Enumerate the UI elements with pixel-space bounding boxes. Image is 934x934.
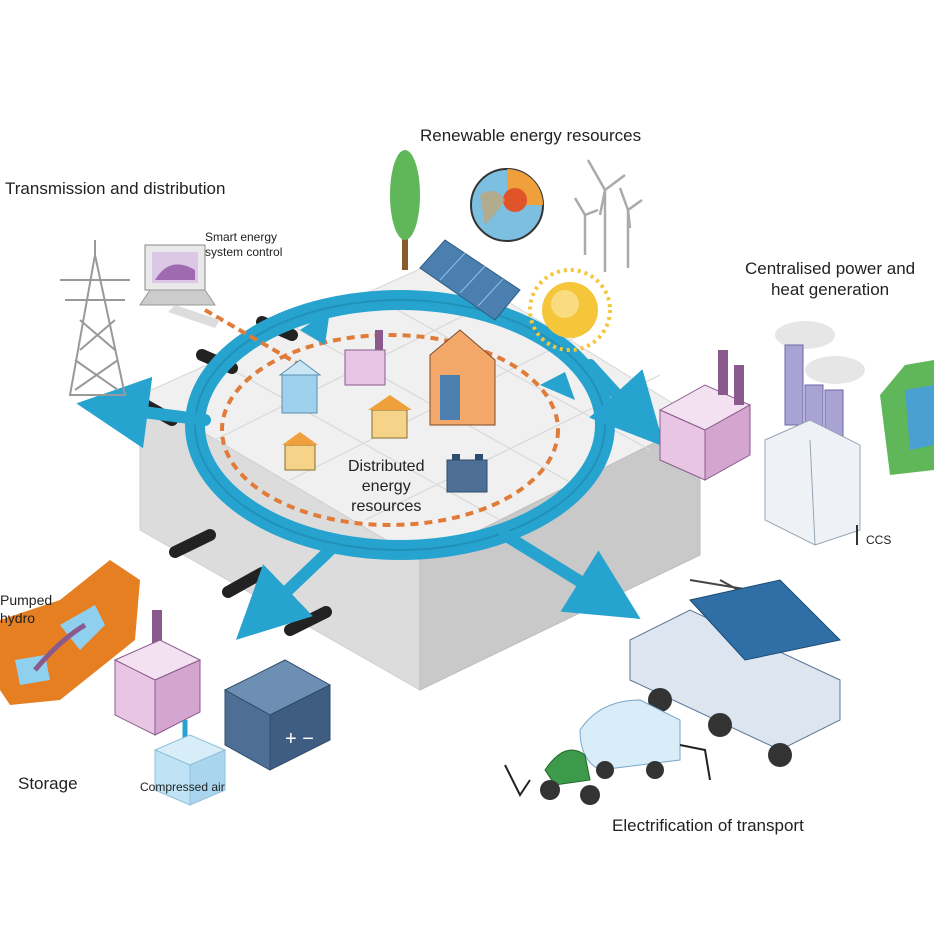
label-transmission: Transmission and distribution xyxy=(5,179,226,198)
label-distributed-line2: energy xyxy=(361,478,411,495)
label-centralised-line1: Centralised power and xyxy=(745,259,916,278)
storage-building-icon xyxy=(113,610,202,736)
label-pumped-hydro-line2: hydro xyxy=(0,609,36,626)
house-icon xyxy=(429,329,496,426)
distributed-houses xyxy=(278,329,496,493)
scooter-icon xyxy=(504,749,600,805)
label-storage: Storage xyxy=(18,774,78,793)
hydro-dam-icon xyxy=(880,360,934,475)
label-pumped-hydro-line1: Pumped xyxy=(0,592,53,608)
solar-panel-icon xyxy=(419,239,521,321)
label-centralised: Centralised power and heat generation xyxy=(745,258,915,301)
control-link xyxy=(203,308,302,367)
house-icon xyxy=(344,330,386,386)
label-distributed: Distributed energy resources xyxy=(348,457,424,517)
computer-monitor-icon xyxy=(139,244,220,328)
house-icon xyxy=(368,395,412,439)
battery-icon xyxy=(446,454,488,493)
pumped-hydro-icon xyxy=(0,560,140,705)
label-ccs: CCS xyxy=(866,533,892,547)
wind-turbine-icon xyxy=(573,159,643,272)
label-transport: Electrification of transport xyxy=(612,816,804,835)
label-smart-control-line1: Smart energy xyxy=(205,230,278,244)
svg-text:+ −: + − xyxy=(285,728,314,750)
label-distributed-line1: Distributed xyxy=(348,458,425,475)
label-pumped-hydro: Pumped hydro xyxy=(0,592,52,627)
tree-icon xyxy=(390,150,420,270)
geothermal-globe-icon xyxy=(470,168,544,242)
car-icon xyxy=(579,699,711,781)
truck-icon xyxy=(629,579,842,767)
compressed-air-tank-icon xyxy=(153,720,227,806)
label-smart-control: Smart energy system control xyxy=(205,230,282,260)
distribution-ring xyxy=(76,290,665,640)
house-icon xyxy=(278,359,322,414)
power-plant-icon xyxy=(764,321,865,546)
label-smart-control-line2: system control xyxy=(205,245,283,259)
battery-icon: + − xyxy=(223,659,332,771)
label-compressed-air: Compressed air xyxy=(140,780,225,794)
label-renewable: Renewable energy resources xyxy=(420,126,642,145)
sun-icon xyxy=(528,268,612,352)
factory-icon xyxy=(658,350,752,481)
label-centralised-line2: heat generation xyxy=(770,280,890,300)
transmission-tower-icon xyxy=(60,240,130,396)
house-icon xyxy=(282,432,318,471)
label-distributed-line3: resources xyxy=(351,498,422,515)
